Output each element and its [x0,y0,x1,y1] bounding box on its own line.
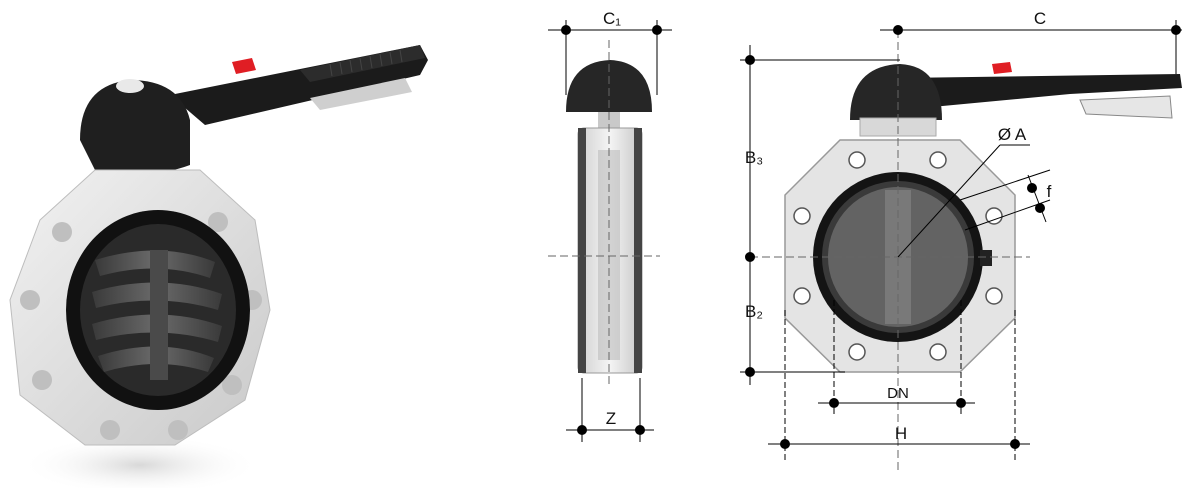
dim-dia-a: Ø A [897,125,1030,258]
handle-lever [170,45,428,125]
dim-c1: C₁ [548,9,672,95]
dim-c: C [880,9,1182,74]
actuator-head [80,80,190,174]
front-head [850,64,942,120]
label-dia-a: Ø A [998,125,1027,144]
position-indicator [116,79,144,93]
valve-side-view [548,40,660,385]
dim-b3-b2: B₃ B₂ [740,45,900,385]
floor-shadow [20,435,260,488]
dim-z: Z [566,378,654,442]
label-b2: B₂ [745,302,763,321]
label-c: C [1034,9,1046,28]
dim-h: H [768,310,1030,462]
dim-dn: DN [818,300,975,415]
label-b3: B₃ [745,148,763,167]
front-red-trigger [992,62,1012,74]
bolt-holes [20,212,262,440]
label-dn: DN [887,385,909,402]
front-bolt-holes [793,151,1003,361]
front-lock-plate [1079,95,1173,119]
side-head [566,60,652,112]
lock-plate [310,78,412,110]
label-z: Z [606,409,616,428]
label-f: f [1047,182,1052,201]
label-h: H [895,424,907,443]
front-lever [900,74,1182,110]
red-trigger [232,58,256,74]
valve-photo [9,45,428,488]
valve-front-view [750,30,1182,470]
dim-f: f [959,169,1052,231]
valve-disc [92,250,222,380]
label-c1: C₁ [603,9,621,28]
